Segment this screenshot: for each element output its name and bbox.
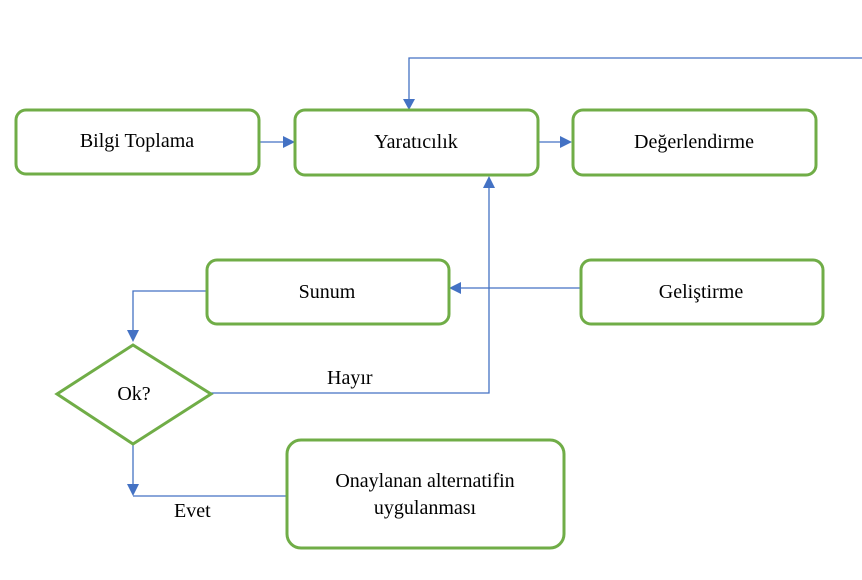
node-ok-decision xyxy=(54,343,214,446)
arrowhead-into-yaraticilik-left xyxy=(283,136,295,148)
node-bilgi-toplama xyxy=(14,108,261,176)
arrowhead-into-ok xyxy=(127,330,139,342)
node-onaylanan-label-line2: uygulanması xyxy=(374,497,477,519)
arrowhead-into-yaraticilik-top xyxy=(403,99,415,110)
node-sunum-label: Sunum xyxy=(299,281,356,303)
edge-label-evet: Evet xyxy=(174,500,211,522)
arrowhead-into-sunum xyxy=(449,282,461,294)
connector-hayir-to-yaraticilik xyxy=(211,187,490,394)
node-gelistirme-label: Geliştirme xyxy=(659,281,744,303)
node-onaylanan-label-line1: Onaylanan alternatifin xyxy=(335,470,514,492)
node-degerlendirme xyxy=(571,108,818,177)
node-ok-label: Ok? xyxy=(117,383,150,405)
node-yaraticilik xyxy=(293,108,540,177)
node-sunum xyxy=(205,258,451,326)
node-gelistirme xyxy=(579,258,825,326)
node-yaraticilik-label: Yaratıcılık xyxy=(374,131,458,153)
connector-loop-to-yaraticilik xyxy=(408,57,862,100)
node-degerlendirme-label: Değerlendirme xyxy=(634,131,754,153)
arrowhead-into-degerlendirme xyxy=(560,136,572,148)
connector-sunum-to-ok xyxy=(132,290,207,331)
arrowhead-into-yaraticilik-bottom xyxy=(483,176,495,188)
node-onaylanan xyxy=(285,438,566,550)
node-bilgi-toplama-label: Bilgi Toplama xyxy=(80,130,194,152)
arrowhead-evet xyxy=(127,484,139,496)
edge-label-hayir: Hayır xyxy=(327,367,373,389)
